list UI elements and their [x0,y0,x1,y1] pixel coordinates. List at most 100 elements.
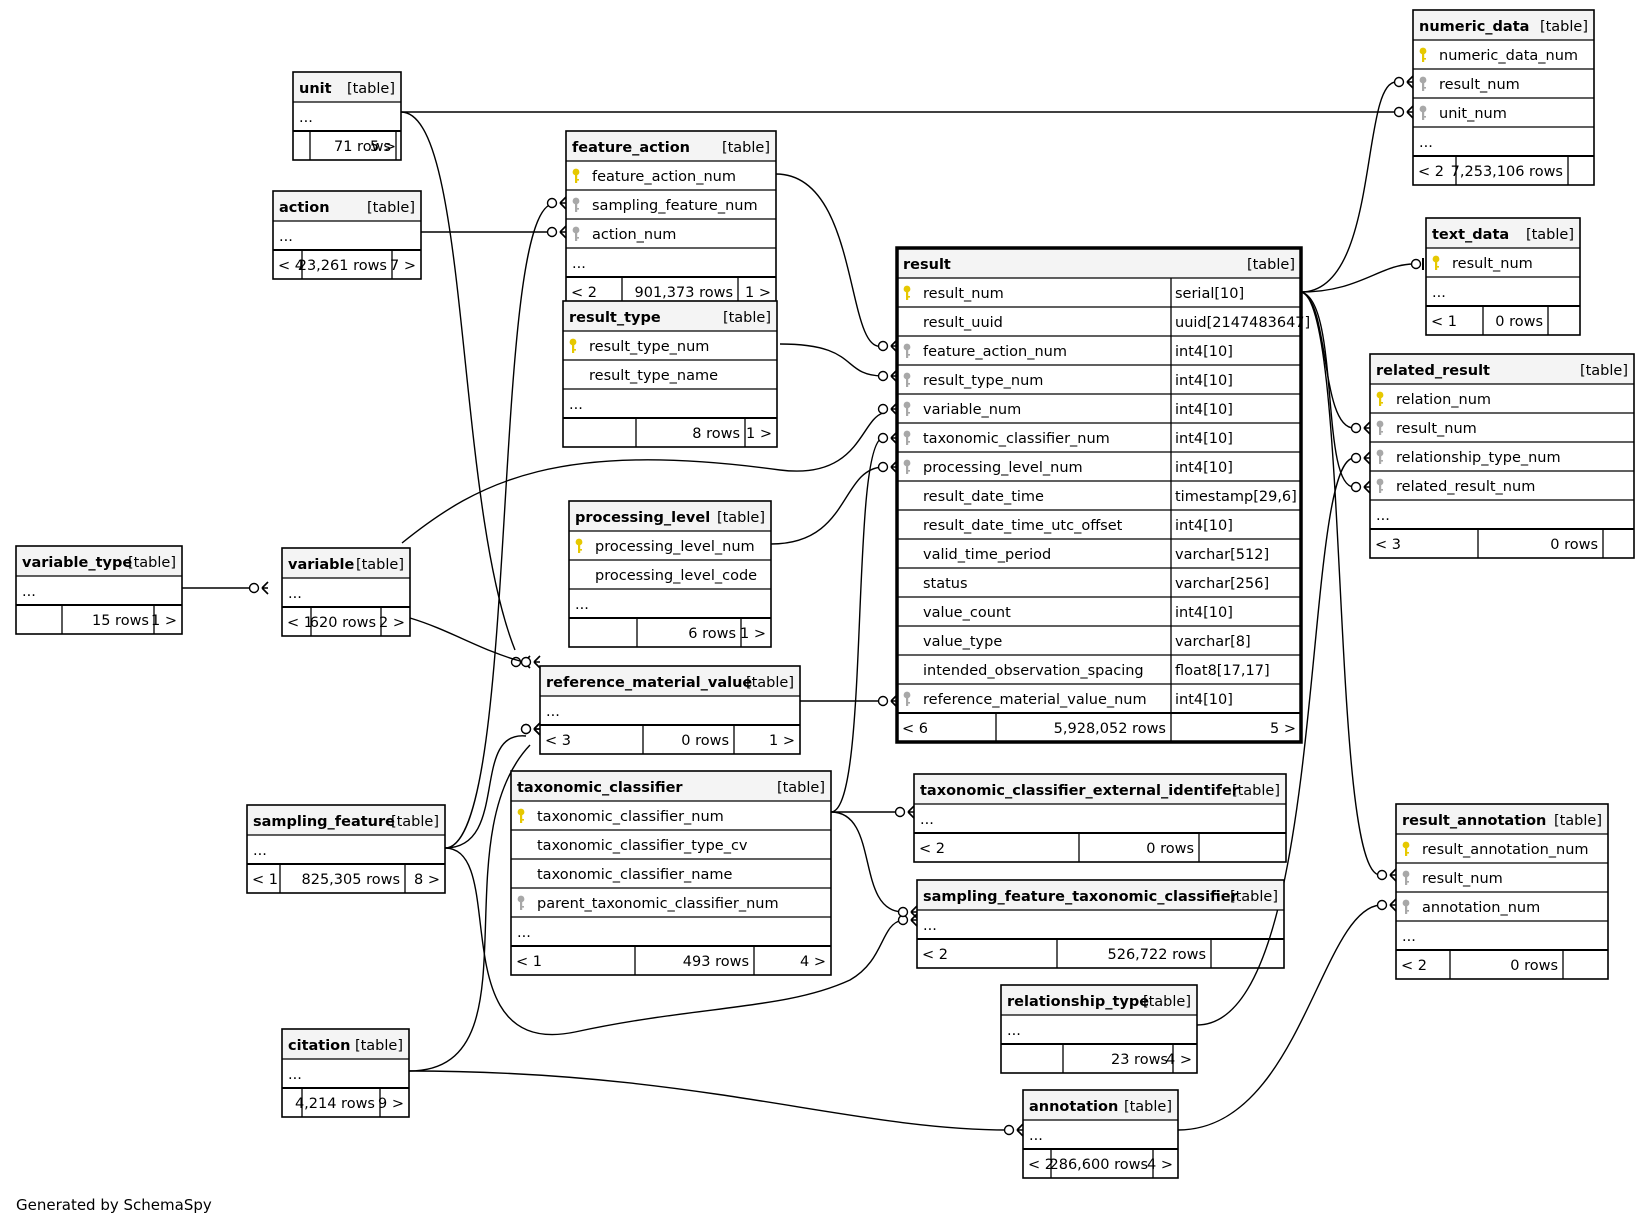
foreign-key-icon [572,197,580,212]
row-count: 526,722 rows [1108,947,1207,963]
relationship-line [775,173,883,347]
column-name: result_date_time_utc_offset [923,518,1123,534]
table-kind-label: [table] [1247,257,1295,273]
crowfoot-many-icon [1350,421,1371,435]
crowfoot-many-icon [1376,868,1397,882]
table-result-annotation[interactable]: result_annotation[table]result_annotatio… [1395,803,1609,980]
relationship-line [1300,81,1397,293]
column-name: annotation_num [1422,900,1540,916]
table-title: citation [288,1038,350,1054]
relationship-line [1196,457,1355,1026]
column-type: int4[10] [1175,692,1233,708]
table-title: variable_type [22,555,132,571]
table-result-type[interactable]: result_type[table]result_type_numresult_… [562,300,778,448]
relationship-line [830,811,903,913]
row-count: 71 rows [334,139,391,155]
primary-key-icon [517,808,525,823]
column-type: varchar[256] [1175,576,1269,592]
relationship-line [444,847,903,1036]
table-processing-level[interactable]: processing_level[table]processing_level_… [568,500,772,648]
parent-count: < 3 [545,733,571,749]
row-count: 0 rows [1510,958,1558,974]
foreign-key-icon [903,691,911,706]
table-taxonomic-classifier-external-identifer[interactable]: taxonomic_classifier_external_identifer[… [913,773,1287,863]
table-taxonomic-classifier[interactable]: taxonomic_classifier[table]taxonomic_cla… [510,770,832,976]
foreign-key-icon [1419,76,1427,91]
more-columns-ellipsis: ... [253,843,267,859]
crowfoot-many-icon [248,581,269,595]
child-count: 5 > [1270,721,1296,737]
more-columns-ellipsis: ... [1007,1023,1021,1039]
column-name: result_num [1452,256,1533,272]
more-columns-ellipsis: ... [299,110,313,126]
child-count: 4 > [1166,1052,1192,1068]
child-count: 1 > [151,613,177,629]
table-related-result[interactable]: related_result[table]relation_numresult_… [1369,353,1635,559]
table-kind-label: [table] [1124,1099,1172,1115]
column-name: result_num [1422,871,1503,887]
table-kind-label: [table] [355,1038,403,1054]
more-columns-ellipsis: ... [517,925,531,941]
more-columns-ellipsis: ... [22,584,36,600]
row-count: 4,214 rows [295,1096,375,1112]
row-count: 5,928,052 rows [1054,721,1166,737]
foreign-key-icon [1419,105,1427,120]
row-count: 7,253,106 rows [1451,164,1563,180]
crowfoot-many-icon [897,905,918,919]
table-title: result [903,257,951,273]
relationship-line [401,412,884,544]
table-numeric-data[interactable]: numeric_data[table]numeric_data_numresul… [1412,9,1595,186]
crowfoot-many-icon [877,431,898,445]
relationship-line [408,1070,1009,1131]
crowfoot-many-icon [877,694,898,708]
column-type: int4[10] [1175,402,1233,418]
parent-count: < 1 [252,872,278,888]
row-count: 493 rows [683,954,749,970]
table-kind-label: [table] [1230,889,1278,905]
primary-key-icon [1402,841,1410,856]
column-type: serial[10] [1175,286,1244,302]
table-kind-label: [table] [746,675,794,691]
parent-count: < 2 [571,285,597,301]
column-name: related_result_num [1396,479,1535,495]
column-name: processing_level_code [595,568,757,584]
primary-key-icon [569,338,577,353]
parent-count: < 2 [919,841,945,857]
column-type: varchar[8] [1175,634,1251,650]
primary-key-icon [1419,47,1427,62]
crowfoot-many-icon [1376,898,1397,912]
primary-key-icon [572,168,580,183]
table-feature-action[interactable]: feature_action[table]feature_action_nums… [565,130,777,307]
primary-key-icon [1376,391,1384,406]
parent-count: < 6 [902,721,928,737]
column-name: action_num [592,227,676,243]
table-title: taxonomic_classifier_external_identifer [920,783,1240,799]
foreign-key-icon [903,401,911,416]
relationship-line [1300,291,1355,488]
table-kind-label: [table] [367,200,415,216]
child-count: 5 > [370,139,396,155]
parent-count: < 1 [1431,314,1457,330]
column-name: value_count [923,605,1011,621]
parent-count: < 2 [1028,1157,1054,1173]
row-count: 286,600 rows [1050,1157,1149,1173]
table-sampling-feature-taxonomic-classifier[interactable]: sampling_feature_taxonomic_classifier[ta… [916,879,1285,969]
parent-count: < 2 [1401,958,1427,974]
table-kind-label: [table] [128,555,176,571]
row-count: 23 rows [1111,1052,1168,1068]
row-count: 0 rows [1146,841,1194,857]
more-columns-ellipsis: ... [569,397,583,413]
table-kind-label: [table] [1540,19,1588,35]
column-name: taxonomic_classifier_type_cv [537,838,748,854]
